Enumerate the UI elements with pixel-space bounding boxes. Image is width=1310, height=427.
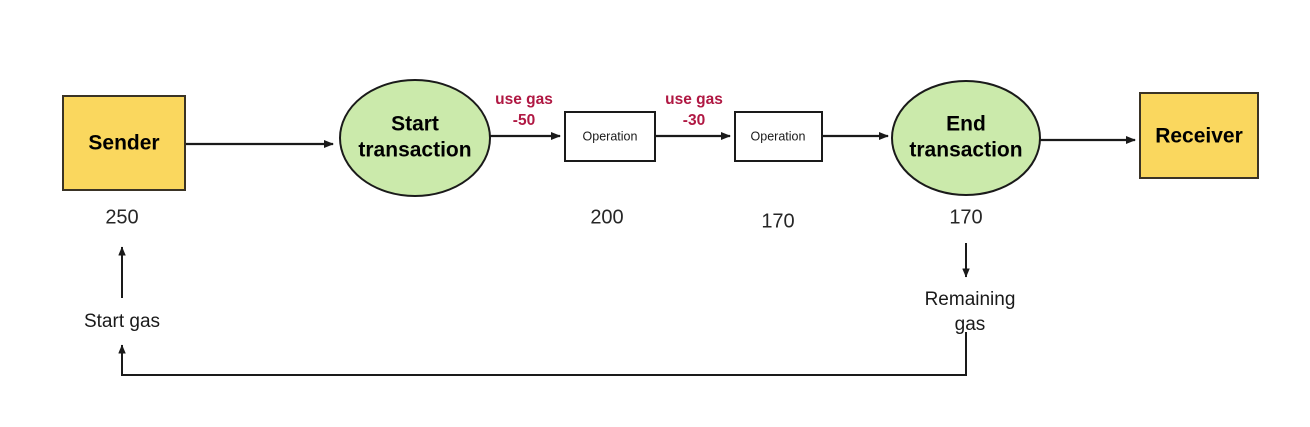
node-start-transaction[interactable]: Start transaction (339, 79, 491, 197)
node-end-transaction-label-line1: End (946, 113, 986, 136)
node-end-transaction-label-line2: transaction (909, 139, 1022, 162)
use-gas-2-line2: -30 (683, 112, 705, 129)
use-gas-1-line2: -50 (513, 112, 535, 129)
node-operation-1[interactable]: Operation (564, 111, 656, 162)
edge-label-use-gas-2: use gas -30 (665, 91, 723, 129)
node-sender-label: Sender (88, 132, 159, 155)
caption-remaining-gas-line1: Remaining (925, 289, 1016, 310)
amount-operation-1: 200 (590, 206, 623, 228)
node-operation-2-label: Operation (751, 129, 806, 143)
node-sender[interactable]: Sender (62, 95, 186, 191)
node-end-transaction[interactable]: End transaction (891, 80, 1041, 196)
caption-remaining-gas-line2: gas (955, 314, 986, 335)
node-start-transaction-label-line1: Start (391, 113, 439, 136)
node-operation-1-label: Operation (583, 129, 638, 143)
use-gas-1-line1: use gas (495, 91, 553, 108)
caption-start-gas: Start gas (84, 311, 160, 332)
amount-operation-2: 170 (761, 210, 794, 232)
edge-label-use-gas-1: use gas -50 (495, 91, 553, 129)
amount-sender: 250 (105, 206, 138, 228)
node-receiver-label: Receiver (1155, 125, 1243, 148)
use-gas-2-line1: use gas (665, 91, 723, 108)
node-receiver[interactable]: Receiver (1139, 92, 1259, 179)
edge-feedback-loop (118, 332, 967, 376)
caption-remaining-gas: Remaining gas (925, 289, 1016, 335)
node-start-transaction-label-line2: transaction (358, 139, 471, 162)
amount-end-transaction: 170 (949, 206, 982, 228)
node-operation-2[interactable]: Operation (734, 111, 823, 162)
